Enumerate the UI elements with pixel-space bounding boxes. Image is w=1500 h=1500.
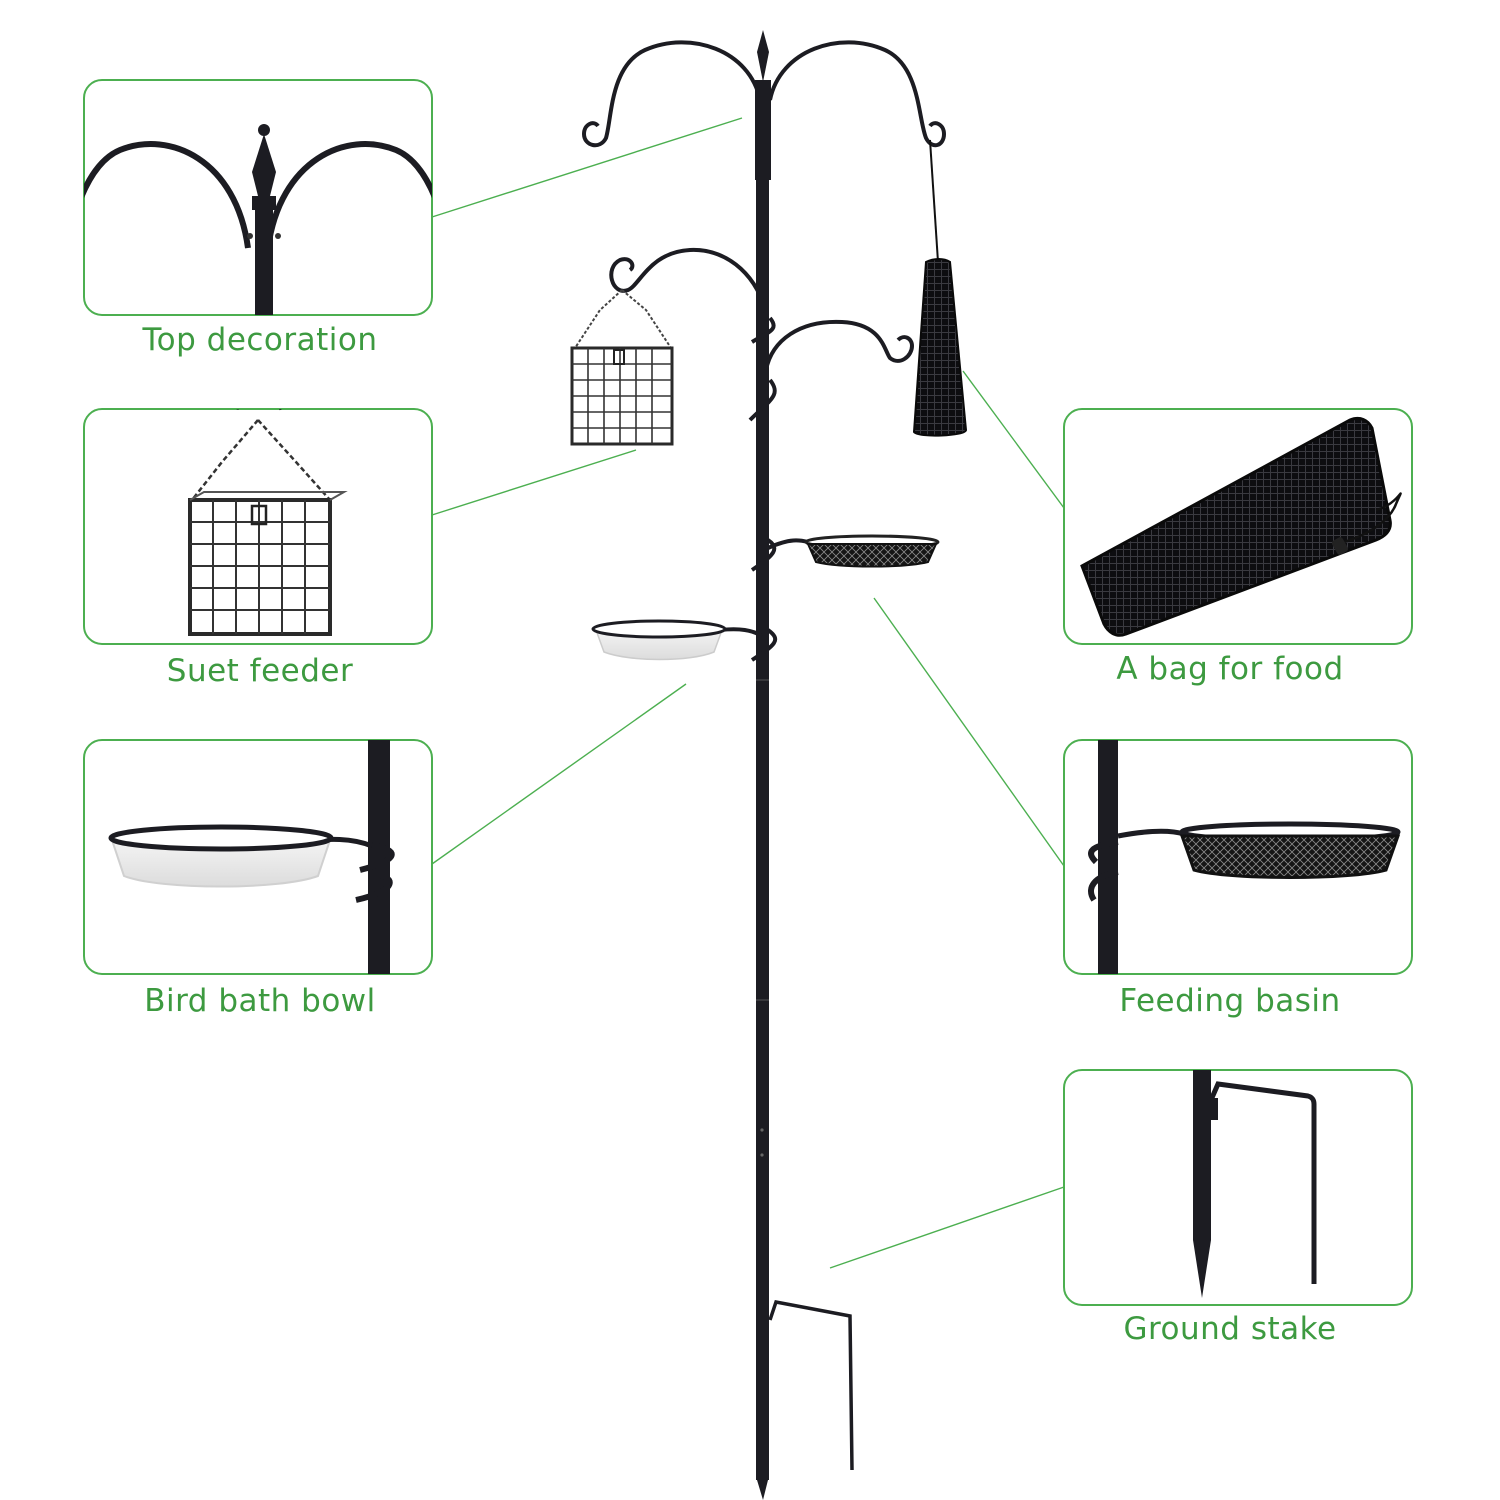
feeding-basin-mounted xyxy=(750,534,940,572)
pole xyxy=(756,175,769,1480)
label-suet-feeder: Suet feeder xyxy=(166,653,354,689)
top-right-arm xyxy=(768,40,947,148)
callout-lines xyxy=(431,117,1065,1269)
detail-bird-bath-bowl xyxy=(83,739,433,975)
leader-ground-stake xyxy=(829,1186,1065,1269)
top-left-arm xyxy=(581,40,762,148)
leader-feeding-basin xyxy=(873,597,1065,867)
detail-feeding-basin xyxy=(1063,739,1413,975)
leader-food-bag xyxy=(962,370,1065,509)
label-ground-stake: Ground stake xyxy=(1123,1311,1337,1347)
middle-right-arm xyxy=(764,319,915,371)
middle-left-arm xyxy=(609,247,768,316)
label-feeding-basin: Feeding basin xyxy=(1119,983,1341,1019)
suet-feeder-hanging xyxy=(570,289,674,446)
label-food-bag: A bag for food xyxy=(1116,651,1344,687)
leader-top-decoration xyxy=(431,117,743,218)
main-pole-assembly xyxy=(570,30,968,1500)
food-bag-hanging xyxy=(912,139,968,437)
detail-food-bag xyxy=(1063,408,1413,645)
finial xyxy=(757,30,769,82)
leader-bird-bath xyxy=(431,683,687,865)
detail-suet-feeder xyxy=(83,408,433,645)
bird-bath-mounted xyxy=(591,619,778,662)
label-bird-bath-bowl: Bird bath bowl xyxy=(144,983,376,1019)
leader-suet-feeder xyxy=(431,449,637,516)
label-top-decoration: Top decoration xyxy=(142,322,378,358)
detail-top-decoration xyxy=(83,79,433,316)
detail-ground-stake xyxy=(1063,1069,1413,1306)
ground-stake-mounted xyxy=(768,1299,854,1471)
